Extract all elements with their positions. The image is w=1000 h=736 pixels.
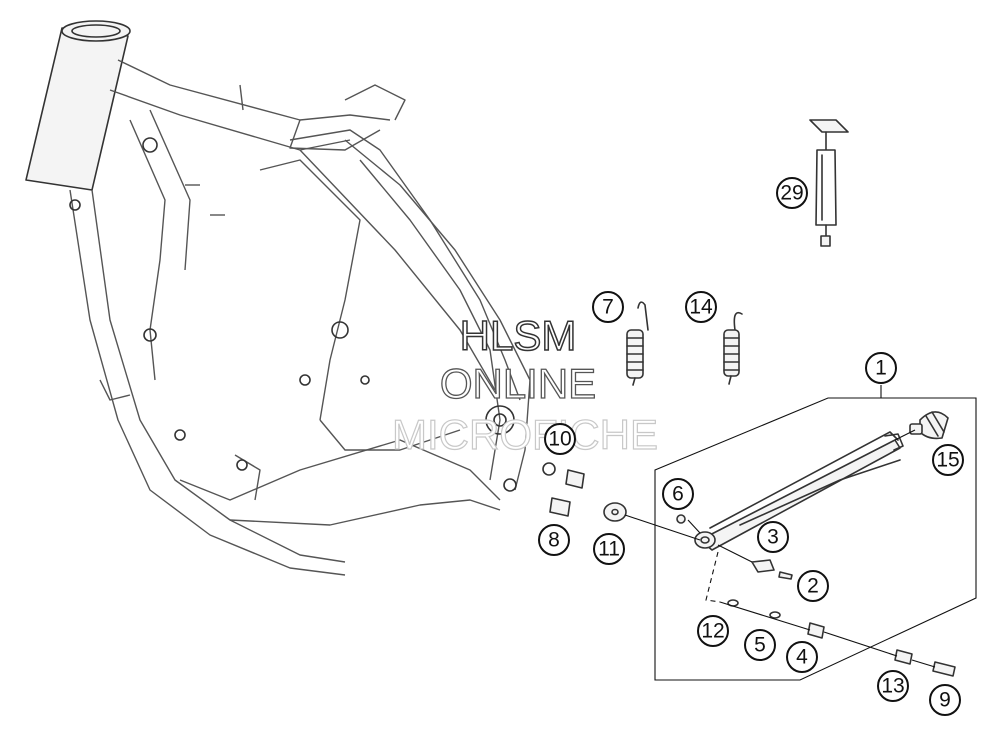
part-5-washer xyxy=(769,611,781,619)
callout-13-label: 13 xyxy=(881,675,904,698)
side-stand-assembly-box xyxy=(654,385,977,681)
callout-9-label: 9 xyxy=(939,689,951,712)
callout-11-label: 11 xyxy=(598,538,620,561)
callout-4: 4 xyxy=(786,641,818,673)
part-4-bushing xyxy=(807,622,825,639)
callout-7: 7 xyxy=(592,291,624,323)
callout-6-label: 6 xyxy=(672,483,684,506)
callout-14: 14 xyxy=(685,291,717,323)
callout-7-label: 7 xyxy=(602,296,614,319)
part-2-screw xyxy=(778,571,793,580)
callout-10-label: 10 xyxy=(548,428,571,451)
part-7-spring xyxy=(626,301,649,386)
assembly-lines xyxy=(624,429,936,668)
callout-15: 15 xyxy=(932,444,964,476)
callout-14-label: 14 xyxy=(689,296,713,319)
part-9-bolt xyxy=(932,661,956,677)
callout-9: 9 xyxy=(929,684,961,716)
part-14-spring xyxy=(723,311,743,385)
part-10-stud xyxy=(565,469,585,489)
watermark-line-1: HLSM xyxy=(460,312,577,359)
callout-12-label: 12 xyxy=(701,620,724,643)
callout-13: 13 xyxy=(877,670,909,702)
callout-15-label: 15 xyxy=(936,449,959,472)
part-29-tool xyxy=(809,119,849,247)
part-6-bolt xyxy=(676,514,686,524)
callout-8-label: 8 xyxy=(548,529,560,552)
callout-11: 11 xyxy=(593,533,625,565)
callout-1: 1 xyxy=(865,352,897,384)
part-13-bushing xyxy=(894,649,913,665)
callout-4-label: 4 xyxy=(796,646,808,669)
watermark-line-3: MICROFICHE xyxy=(392,411,658,458)
part-10-o-ring xyxy=(542,462,556,476)
callout-12: 12 xyxy=(697,615,729,647)
watermark-line-2: ONLINE xyxy=(440,360,596,407)
callout-5-label: 5 xyxy=(754,634,766,657)
callout-8: 8 xyxy=(538,524,570,556)
callout-3-label: 3 xyxy=(767,526,779,549)
callout-5: 5 xyxy=(744,629,776,661)
part-11-washer xyxy=(603,502,627,522)
callout-29: 29 xyxy=(776,177,808,209)
callout-1-label: 1 xyxy=(875,357,887,380)
callout-3: 3 xyxy=(757,521,789,553)
callout-2: 2 xyxy=(797,570,829,602)
callout-6: 6 xyxy=(662,478,694,510)
watermark: HLSM ONLINE MICROFICHE xyxy=(391,311,658,458)
part-8-bushing xyxy=(549,497,571,517)
part-15-rubber-stop xyxy=(909,411,949,440)
part-3-bracket xyxy=(751,559,775,573)
motorcycle-frame xyxy=(25,20,531,576)
callout-10: 10 xyxy=(544,423,576,455)
callout-2-label: 2 xyxy=(807,575,819,598)
part-1-side-stand xyxy=(694,431,904,551)
callout-29-label: 29 xyxy=(780,182,803,205)
